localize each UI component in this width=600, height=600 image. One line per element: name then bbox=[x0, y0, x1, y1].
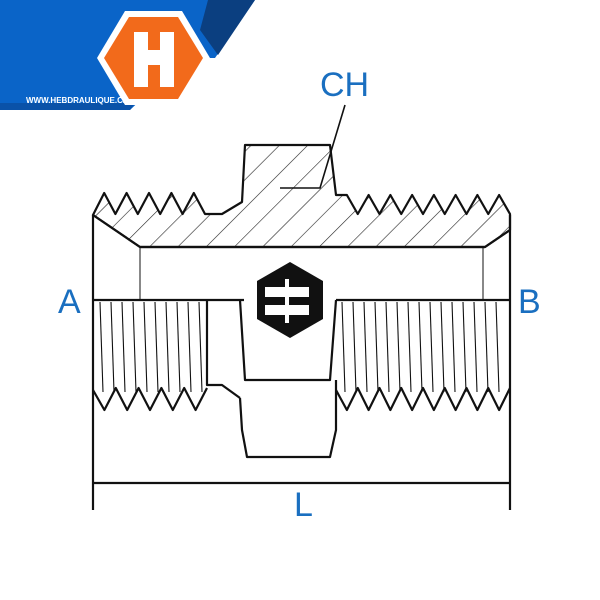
label-ch: CH bbox=[320, 66, 370, 104]
thread-line bbox=[407, 301, 412, 393]
thread-right-bottom bbox=[335, 386, 511, 412]
thread-line bbox=[121, 301, 126, 393]
label-l: L bbox=[294, 486, 313, 524]
thread-line bbox=[418, 301, 423, 393]
thread-left-bottom bbox=[92, 386, 208, 412]
thread-line bbox=[385, 301, 390, 393]
thread-line bbox=[99, 301, 104, 393]
website-url[interactable]: WWW.HEBDRAULIQUE.CA bbox=[26, 96, 129, 105]
thread-line bbox=[198, 301, 203, 393]
thread-line bbox=[341, 301, 346, 393]
undercut-left bbox=[205, 300, 241, 399]
internal-thread-lines bbox=[99, 301, 500, 393]
thread-line bbox=[374, 301, 379, 393]
thread-line bbox=[352, 301, 357, 393]
brand-logo bbox=[97, 11, 210, 105]
thread-line bbox=[154, 301, 159, 393]
thread-line bbox=[451, 301, 456, 393]
hex-bore bbox=[238, 299, 338, 382]
thread-line bbox=[363, 301, 368, 393]
ch-leader-line bbox=[280, 104, 346, 189]
label-a: A bbox=[58, 283, 81, 321]
thread-line bbox=[143, 301, 148, 393]
hex-bottom bbox=[238, 380, 338, 459]
thread-line bbox=[110, 301, 115, 393]
thread-line bbox=[429, 301, 434, 393]
thread-line bbox=[176, 301, 181, 393]
bore-outline bbox=[92, 214, 511, 249]
fitting-section bbox=[91, 104, 512, 510]
thread-line bbox=[132, 301, 137, 393]
thread-line bbox=[165, 301, 170, 393]
thread-line bbox=[462, 301, 467, 393]
center-logo bbox=[257, 262, 323, 338]
hatched-section bbox=[91, 143, 512, 249]
thread-line bbox=[440, 301, 445, 393]
thread-line bbox=[495, 301, 500, 393]
thread-line bbox=[484, 301, 489, 393]
thread-line bbox=[473, 301, 478, 393]
label-b: B bbox=[518, 283, 541, 321]
thread-line bbox=[396, 301, 401, 393]
thread-line bbox=[187, 301, 192, 393]
